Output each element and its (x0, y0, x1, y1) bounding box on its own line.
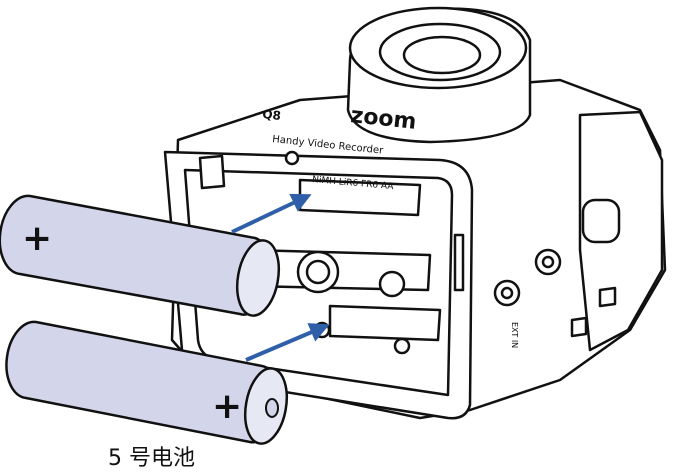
battery-upper: + (0, 194, 281, 317)
insert-arrow-upper (231, 193, 312, 234)
battery-type-caption: 5 号电池 (108, 446, 195, 471)
battery-upper-plus-mark: + (22, 218, 52, 259)
battery-lower-plus-mark: + (212, 386, 242, 427)
model-badge: Q8 (262, 107, 282, 123)
battery-lower: + (5, 320, 289, 445)
ext-in-label: EXT IN (510, 322, 519, 348)
battery-compartment (163, 150, 474, 420)
insert-arrow-lower (245, 323, 330, 362)
